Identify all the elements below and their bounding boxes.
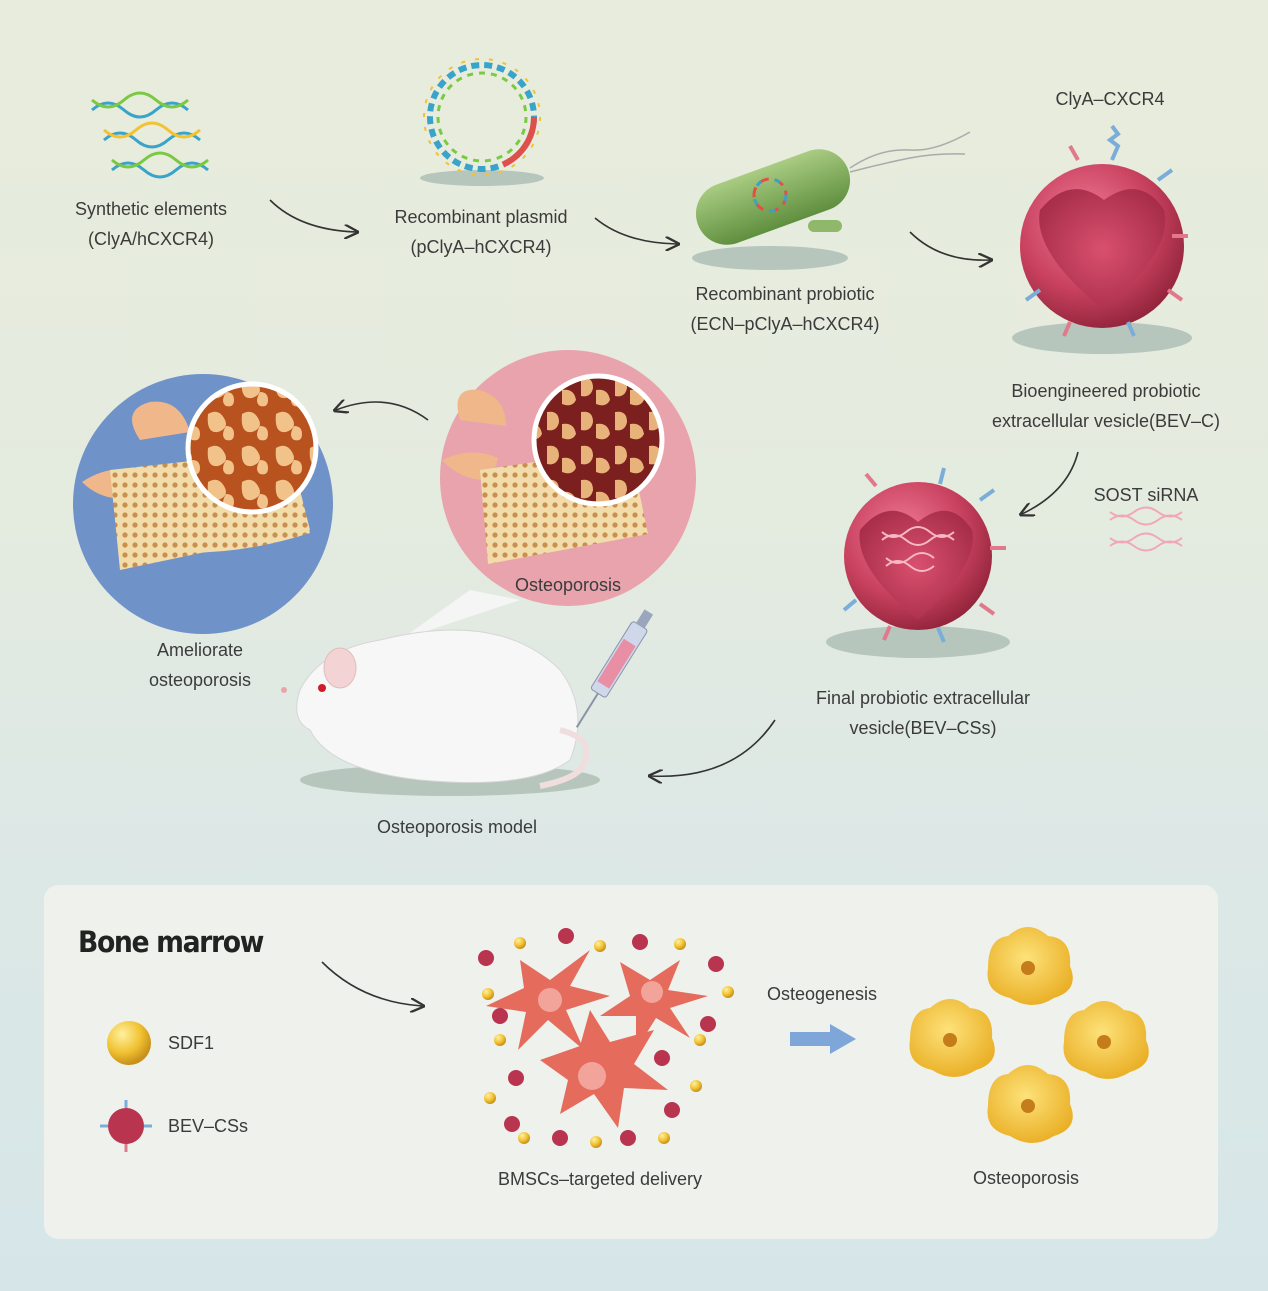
bev-css-icon	[100, 1100, 152, 1152]
bev-css-particles	[478, 928, 724, 1146]
sost-sirna-label: SOST siRNA	[1093, 485, 1199, 505]
osteoblast-cells	[909, 927, 1149, 1143]
sirna-icon	[1109, 506, 1183, 552]
syringe-icon	[575, 609, 654, 728]
legend-sdf1-label: SDF1	[168, 1033, 215, 1053]
osteoporosis-model-label: Osteoporosis model	[376, 817, 538, 837]
osteogenesis-arrow-shaft	[790, 1032, 832, 1046]
osteogenesis-label: Osteogenesis	[766, 984, 878, 1004]
bev-css-vesicle-icon	[826, 467, 1010, 658]
bmsc-delivery-label: BMSCs–targeted delivery	[497, 1169, 703, 1189]
osteogenesis-arrow-head	[830, 1024, 856, 1054]
synthetic-dna-icon	[91, 91, 209, 179]
osteoporosis-bone-circle	[400, 350, 696, 640]
osteoporosis-bubble-label: Osteoporosis	[514, 575, 622, 595]
legend-bev-css-label: BEV–CSs	[168, 1116, 249, 1136]
clya-cxcr4-label: ClyA–CXCR4	[1055, 89, 1165, 109]
recombinant-probiotic-label: Recombinant probiotic(ECN–pClyA–hCXCR4)	[690, 284, 880, 334]
bacterium-icon	[692, 131, 971, 270]
recombinant-plasmid-label: Recombinant plasmid(pClyA–hCXCR4)	[394, 207, 568, 257]
plasmid-icon	[420, 58, 544, 186]
mouse-icon	[281, 629, 600, 796]
sdf1-balls	[482, 937, 734, 1148]
panel-title: Bone marrow	[78, 925, 264, 959]
bev-c-vesicle-icon	[1012, 124, 1192, 354]
bmsc-cluster	[486, 950, 708, 1128]
result-osteoporosis-label: Osteoporosis	[972, 1168, 1080, 1188]
sdf1-ball-icon	[107, 1021, 151, 1065]
healthy-bone-circle	[73, 374, 333, 634]
synthetic-elements-label: Synthetic elements(ClyA/hCXCR4)	[74, 199, 228, 249]
flow-arrows	[269, 199, 1079, 1006]
